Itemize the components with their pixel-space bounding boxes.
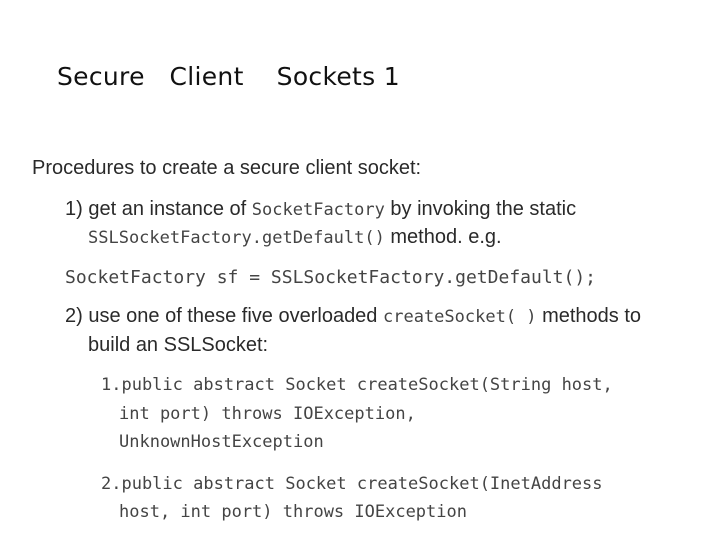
step-2-line-1: 2) use one of these five overloaded crea… xyxy=(65,305,641,328)
step-2-suffix: methods to xyxy=(536,305,642,327)
step-1-suffix: by invoking the static xyxy=(384,198,577,220)
method-2-line-2: host, int port) throws IOException xyxy=(119,502,467,522)
step-1-prefix: 1) get an instance of xyxy=(65,198,252,220)
step-2-prefix: 2) use one of these five overloaded xyxy=(65,305,383,327)
method-1-line-3: UnknownHostException xyxy=(119,432,324,452)
step-2-line-2: build an SSLSocket: xyxy=(88,334,269,356)
procedures-heading: Procedures to create a secure client soc… xyxy=(32,157,422,179)
method-1-line-2: int port) throws IOException, xyxy=(119,404,416,424)
createsocket-code: createSocket( ) xyxy=(383,307,537,327)
step-1-line-1: 1) get an instance of SocketFactory by i… xyxy=(65,198,576,221)
example-code-line: SocketFactory sf = SSLSocketFactory.getD… xyxy=(65,267,597,288)
getdefault-code: SSLSocketFactory.getDefault() xyxy=(88,228,385,248)
step-1-method-text: method. e.g. xyxy=(384,226,502,248)
step-1-line-2: SSLSocketFactory.getDefault() method. e.… xyxy=(88,226,502,249)
method-1-line-1: 1.public abstract Socket createSocket(St… xyxy=(101,375,613,395)
slide-title: Secure Client Sockets 1 xyxy=(57,62,400,91)
socketfactory-code: SocketFactory xyxy=(251,200,385,220)
method-2-line-1: 2.public abstract Socket createSocket(In… xyxy=(101,474,603,494)
